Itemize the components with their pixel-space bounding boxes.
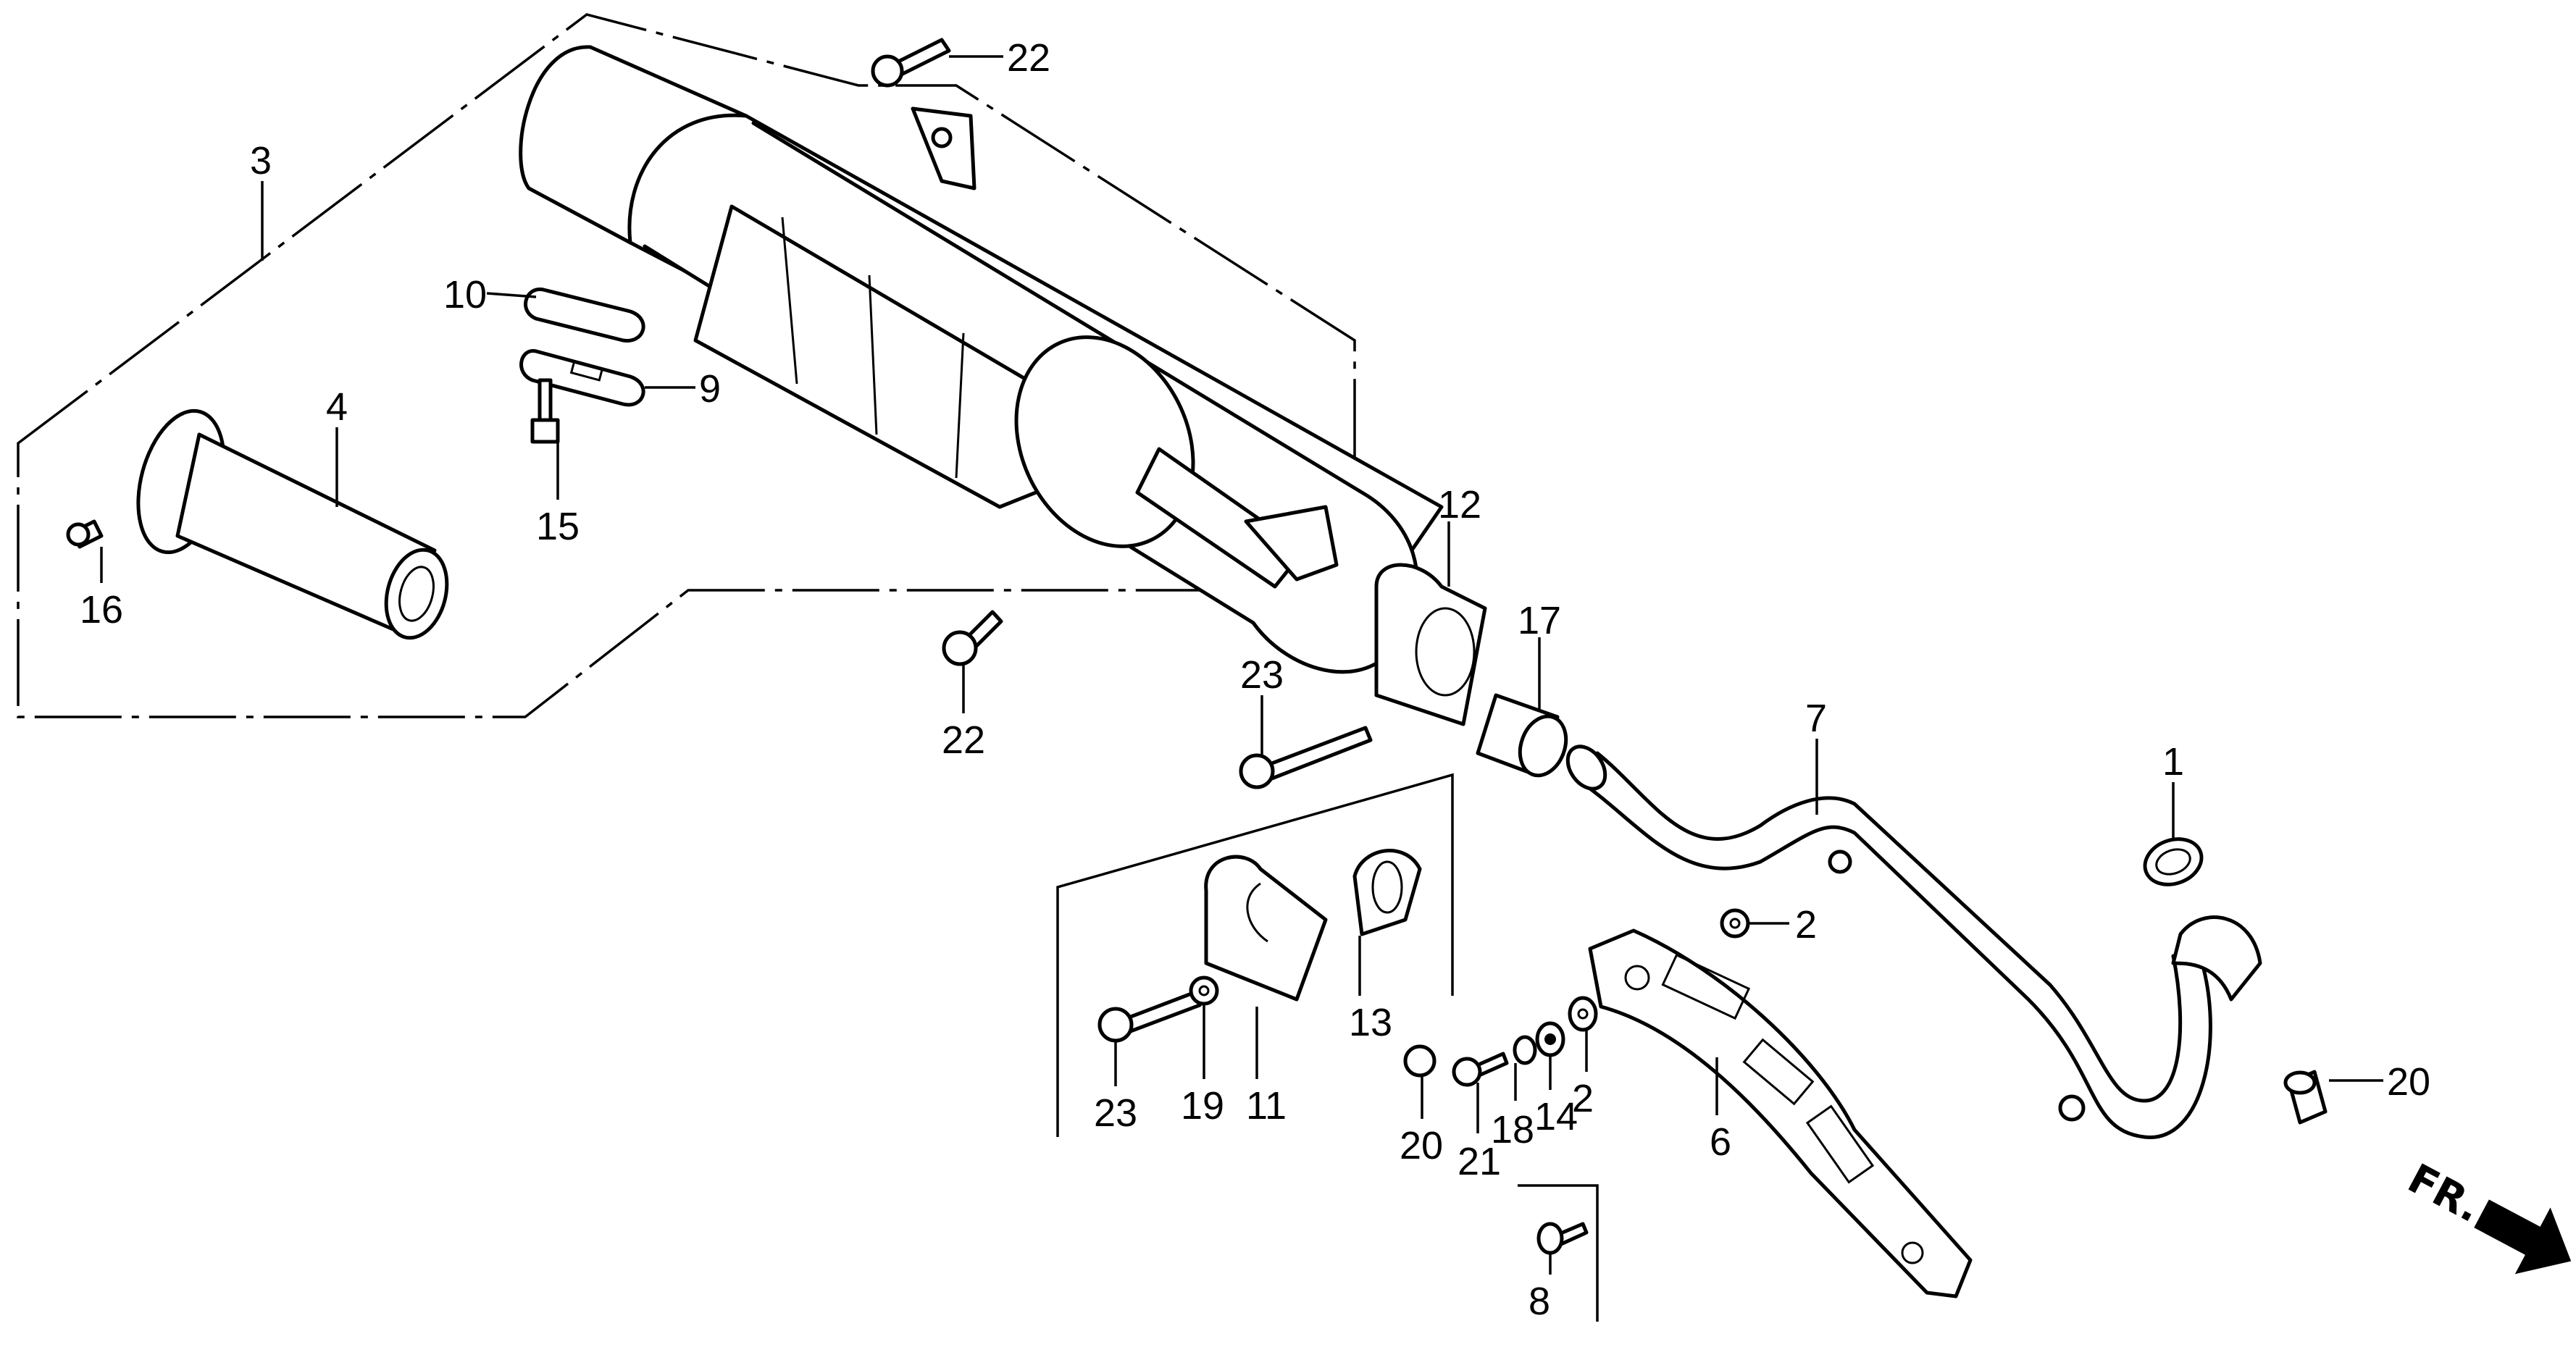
- joint-gasket-12[interactable]: [1476, 693, 1574, 782]
- nut-2[interactable]: [1720, 908, 1750, 939]
- callout-18: 16: [80, 588, 123, 631]
- tail-pipe[interactable]: [124, 401, 456, 645]
- bolt-23-bottom[interactable]: [1097, 990, 1202, 1043]
- rubber-19[interactable]: [1535, 1021, 1565, 1057]
- bolt-13[interactable]: [1536, 1222, 1589, 1255]
- callout-23-bottom: 23: [1094, 1091, 1137, 1135]
- collar-20[interactable]: [1513, 1035, 1537, 1065]
- front-label: FR.: [2400, 1155, 2488, 1232]
- callout-22-mid: 22: [942, 718, 985, 762]
- callout-22-top: 22: [1007, 36, 1050, 80]
- callout-1: 1: [2162, 740, 2184, 784]
- washer-15[interactable]: [1189, 975, 1219, 1006]
- callout-7: 11: [1246, 1084, 1287, 1128]
- callout-20: 18: [1491, 1108, 1534, 1151]
- callout-2-right: 2: [1795, 903, 1817, 947]
- bolt-23-top[interactable]: [1239, 726, 1373, 789]
- group-outline-clamp-set: [1056, 773, 1454, 1137]
- callout-12: 17: [1518, 599, 1561, 642]
- callout-10: 9: [699, 367, 721, 411]
- exhaust-pipe-5[interactable]: [1560, 739, 2262, 1139]
- group-outline-bolt-13: [1518, 1184, 1599, 1322]
- bolt-22-mid[interactable]: [942, 610, 1003, 666]
- gasket-ring-1[interactable]: [2138, 831, 2208, 892]
- washer-2[interactable]: [1568, 996, 1598, 1032]
- callout-4: 4: [326, 385, 348, 429]
- callout-21: 21: [1458, 1140, 1501, 1183]
- stud-bolt-17[interactable]: [530, 378, 560, 444]
- callout-13: 8: [1529, 1280, 1550, 1323]
- callout-17: 15: [536, 505, 580, 548]
- band-9[interactable]: [1352, 849, 1422, 936]
- clamp-half-7[interactable]: [1204, 855, 1328, 1002]
- exhaust-protector-6[interactable]: [1588, 928, 1973, 1298]
- callout-9: 13: [1349, 1001, 1392, 1044]
- callout-16: 20: [1400, 1124, 1443, 1167]
- callout-15: 19: [1181, 1084, 1224, 1128]
- nut-16[interactable]: [1403, 1044, 1437, 1078]
- callout-11: 10: [443, 273, 487, 316]
- muffler-body[interactable]: [519, 45, 1444, 674]
- callout-6: 6: [1710, 1120, 1731, 1164]
- leader-lines: [100, 55, 2383, 1275]
- gasket-plate-11[interactable]: [524, 288, 645, 343]
- callout-3: 3: [250, 139, 272, 182]
- callout-2-lower: 2: [1572, 1077, 1594, 1120]
- muffler-clamp-8[interactable]: [1374, 563, 1487, 726]
- bolt-18[interactable]: [66, 519, 104, 549]
- callout-5: 7: [1805, 697, 1827, 740]
- arrow-right-icon: [2474, 1199, 2572, 1275]
- callout-23-top: 23: [1240, 653, 1284, 697]
- front-direction-indicator: FR.: [2400, 1155, 2572, 1275]
- callout-8: 12: [1438, 483, 1481, 526]
- callout-19: 14: [1534, 1095, 1578, 1138]
- cap-nut-14[interactable]: [2283, 1070, 2328, 1125]
- plate-10[interactable]: [519, 349, 645, 407]
- callout-14: 20: [2387, 1060, 2430, 1104]
- bolt-22-top[interactable]: [871, 38, 951, 88]
- flange-bolt-21[interactable]: [1452, 1052, 1509, 1087]
